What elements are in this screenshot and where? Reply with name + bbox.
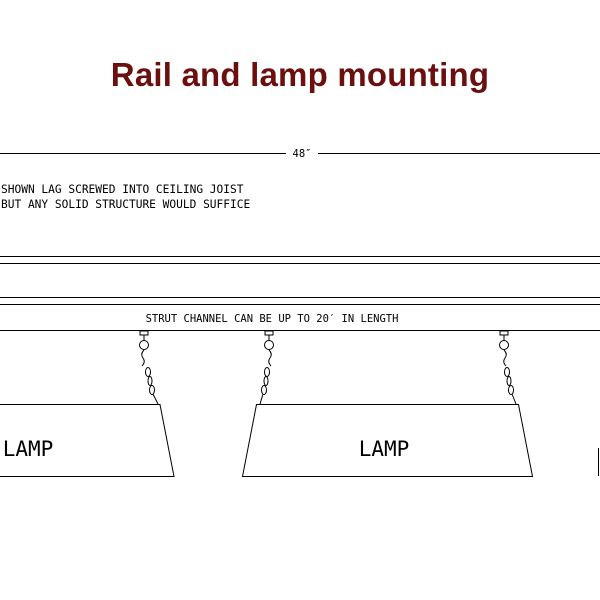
lamp-2-label: LAMP bbox=[359, 437, 410, 461]
lamp-1-label: LAMP bbox=[3, 437, 54, 461]
hanger-2 bbox=[259, 330, 274, 405]
ceiling-joist bbox=[0, 256, 600, 298]
strut-channel-label: STRUT CHANNEL CAN BE UP TO 20′ IN LENGTH bbox=[146, 313, 399, 325]
hanger-1 bbox=[139, 330, 159, 405]
mounting-note-line-2: BUT ANY SOLID STRUCTURE WOULD SUFFICE bbox=[1, 198, 250, 211]
lamp-2: LAMP bbox=[241, 404, 534, 477]
page-title: Rail and lamp mounting bbox=[110, 56, 490, 93]
lamp-1: LAMP bbox=[0, 404, 175, 477]
hanger-3 bbox=[499, 330, 517, 405]
dimension-label: 48″ bbox=[293, 148, 312, 160]
mounting-note-line-1: SHOWN LAG SCREWED INTO CEILING JOIST bbox=[1, 183, 244, 196]
